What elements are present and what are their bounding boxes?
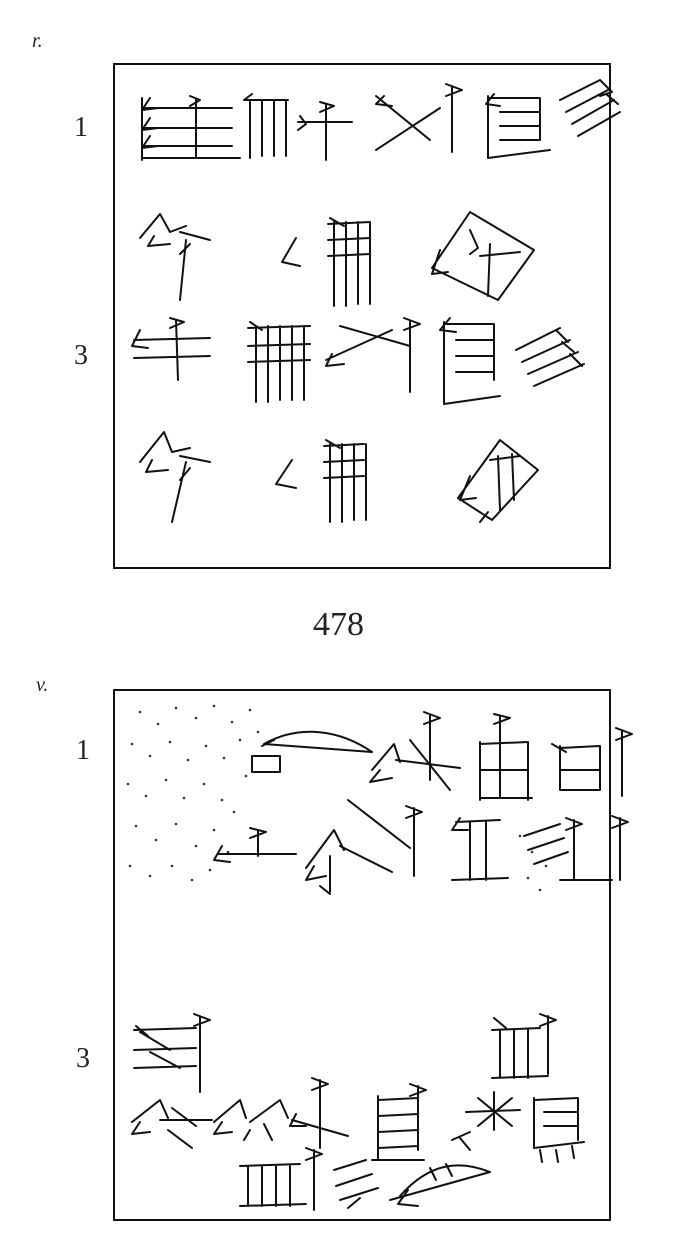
cuneiform-sign (371, 1083, 427, 1161)
reverse-line-number-1: 1 (76, 735, 90, 766)
cuneiform-sign (275, 439, 367, 523)
cuneiform-sign (289, 1077, 349, 1149)
cuneiform-sign (133, 1013, 211, 1093)
cuneiform-sign (139, 213, 211, 301)
cuneiform-sign (139, 431, 211, 523)
obverse-side-label: r. (32, 30, 43, 52)
cuneiform-sign (559, 79, 621, 137)
cuneiform-sign (213, 827, 297, 863)
obverse-signs (131, 79, 621, 523)
cuneiform-sign (213, 1099, 289, 1141)
cuneiform-sign (551, 727, 633, 797)
cuneiform-sign (243, 93, 289, 159)
cuneiform-sign (281, 217, 371, 307)
cuneiform-sign (431, 211, 535, 301)
cuneiform-sign (141, 95, 241, 161)
reverse-line-number-3: 3 (76, 1043, 90, 1074)
reverse-signs (131, 711, 633, 1211)
reverse-frame (113, 689, 611, 1221)
cuneiform-sign (491, 1013, 557, 1079)
cuneiform-sign (239, 1147, 323, 1211)
cuneiform-sign (247, 321, 311, 403)
cuneiform-sign (439, 317, 501, 405)
cuneiform-sign (533, 1097, 585, 1163)
cuneiform-sign (333, 1159, 379, 1209)
cuneiform-sign (131, 1099, 213, 1149)
cuneiform-sign (305, 799, 411, 895)
obverse-frame (113, 63, 611, 569)
obverse-line-number-3: 3 (74, 340, 88, 371)
cuneiform-sign (369, 711, 461, 791)
cuneiform-sign (375, 83, 463, 153)
cuneiform-sign (297, 101, 353, 161)
cuneiform-sign (523, 815, 629, 881)
cuneiform-sign (251, 730, 373, 773)
cuneiform-sign (389, 1163, 491, 1207)
damage-stipple (126, 704, 548, 892)
cuneiform-sign (479, 713, 533, 801)
cuneiform-sign (451, 817, 509, 881)
cuneiform-sign (325, 317, 421, 393)
cuneiform-sign (405, 805, 423, 877)
cuneiform-sign (485, 93, 551, 159)
cuneiform-sign (131, 317, 211, 381)
reverse-side-label: v. (36, 674, 49, 696)
tablet-number: 478 (313, 606, 364, 643)
cuneiform-sign (515, 327, 585, 387)
cuneiform-sign (451, 1091, 521, 1151)
obverse-line-number-1: 1 (74, 112, 88, 143)
cuneiform-sign (457, 439, 539, 523)
